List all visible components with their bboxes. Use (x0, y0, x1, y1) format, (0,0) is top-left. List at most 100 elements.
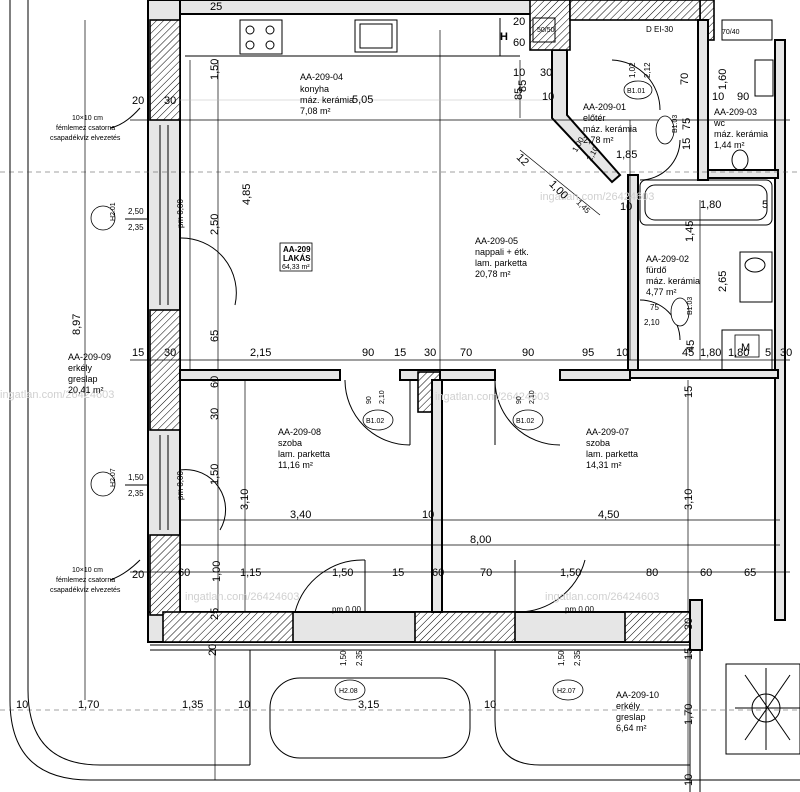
gutter-note-2b: fémlemez csatorna (56, 577, 115, 584)
balcony-w-name: erkély (68, 363, 93, 373)
dimension-label: 90 (362, 347, 374, 359)
dimension-label: 1,50 (560, 567, 581, 579)
dimension-label: 1,85 (616, 149, 637, 161)
pm-level-4: pm 0,00 (565, 605, 594, 614)
hall-area: 2,78 m² (583, 135, 614, 145)
room1-code: AA-209-08 (278, 427, 321, 437)
balcony-w-floor: greslap (68, 374, 98, 384)
pm-level-2: pm 0,00 (176, 471, 185, 500)
interior-doors (294, 379, 586, 613)
dimension-label: 10 (712, 91, 724, 103)
dimension-label: 1,00 (211, 561, 223, 582)
dimension-label: 15 (683, 386, 695, 398)
bath-code: AA-209-02 (646, 254, 689, 264)
room2-name: szoba (586, 438, 610, 448)
balcony-w-code: AA-209-09 (68, 352, 111, 362)
box-7040-label: 70/40 (722, 29, 740, 36)
d1-a: 90 (366, 396, 373, 404)
dimension-label: 1,45 (684, 221, 696, 242)
tag-h201: H2.01 (110, 202, 117, 221)
tag-b101: B1.01 (627, 88, 645, 95)
dimension-label: 60 (432, 567, 444, 579)
dim-misc: 12 1,00 1,00 2,10 1,45 25 20 60 20 25 20… (132, 1, 601, 656)
tag-b102b: B1.02 (516, 418, 534, 425)
room-labels: AA-209-04 konyha máz. kerámia 5,05 7,08 … (68, 72, 768, 733)
living-area: 20,78 m² (475, 269, 511, 279)
dimension-label: 25 (209, 608, 221, 620)
dim-mid-row: 3,40 10 4,50 8,00 (290, 509, 619, 546)
bw2-b: 2,35 (573, 650, 582, 666)
dimension-lines (0, 20, 800, 780)
kitchen-area: 7,08 m² (300, 106, 331, 116)
tag-b102a: B1.02 (366, 418, 384, 425)
watermark-text: ingatlan.com/26424603 (435, 391, 549, 403)
w1-bot: 2,35 (128, 223, 144, 232)
watermark-text: ingatlan.com/26424603 (185, 591, 299, 603)
tag-h207b: H2.07 (557, 688, 576, 695)
kitchen-counter (185, 17, 773, 57)
tree-symbol-icon (735, 668, 800, 750)
box-5050-label: 50/50 (537, 27, 555, 34)
balcony-w-area: 20,41 m² (68, 385, 104, 395)
wc-name: wc (713, 118, 725, 128)
dim-top-row: 15 30 2,15 90 15 30 70 90 95 10 45 1,80 … (132, 347, 792, 359)
dimension-label: 15 (392, 567, 404, 579)
dimension-label: 10 (542, 91, 554, 103)
dimension-label: 4,50 (598, 509, 619, 521)
gutter-note-3b: csapadékvíz elvezetés (50, 587, 121, 594)
door-ei30-label: D EI-30 (646, 25, 674, 34)
dimension-label: 3,10 (239, 489, 251, 510)
balcony-railing (150, 644, 800, 759)
dimension-label: 10 (422, 509, 434, 521)
watermark-text: ingatlan.com/26424603 (540, 191, 654, 203)
apartment-area: 64,33 m² (282, 264, 310, 271)
bath-name: fürdő (646, 265, 667, 275)
dimension-label: 3,40 (290, 509, 311, 521)
hall-code: AA-209-01 (583, 102, 626, 112)
dimension-label: 90 (522, 347, 534, 359)
tag-b103a: B1.03 (672, 115, 679, 133)
dimension-label: 65 (744, 567, 756, 579)
dim-bottom-row: 20 60 1,00 1,15 1,50 15 60 70 1,50 80 60… (132, 561, 756, 582)
room1-name: szoba (278, 438, 302, 448)
room2-code: AA-209-07 (586, 427, 629, 437)
dimension-label: 75 (681, 118, 693, 130)
dimension-label: 2,65 (717, 271, 729, 292)
dimension-label: 10 (16, 699, 28, 711)
dim-vertical: 8,97 1,50 4,85 2,50 65 60 30 1,50 3,10 3… (71, 59, 695, 786)
watermark-text: ingatlan.com/26424603 (545, 591, 659, 603)
kitchen-name: konyha (300, 84, 329, 94)
room2-area: 14,31 m² (586, 460, 622, 470)
w1-top: 2,50 (128, 207, 144, 216)
dimension-label: 3,10 (683, 489, 695, 510)
dimension-label: 15 (132, 347, 144, 359)
balcony-s-area: 6,64 m² (616, 723, 647, 733)
dimension-label: 8,97 (71, 314, 83, 335)
dimension-label: 60 (209, 376, 221, 388)
gutter-note-1b: 10×10 cm (72, 567, 103, 574)
balcony-s-name: erkély (616, 701, 641, 711)
dimension-label: 1,70 (78, 699, 99, 711)
d2-a: 90 (516, 396, 523, 404)
dimension-label: 30 (683, 618, 695, 630)
wc-code: AA-209-03 (714, 107, 757, 117)
bath-area: 4,77 m² (646, 287, 677, 297)
dimension-label: 2,10 (644, 318, 660, 327)
dimension-label: 30 (164, 347, 176, 359)
dimension-label: 85 (517, 80, 529, 92)
dimension-label: 1,60 (717, 69, 729, 90)
pm-level-1: pm 0,00 (176, 199, 185, 228)
dimension-label: 45 (685, 340, 697, 352)
dimension-label: 65 (209, 330, 221, 342)
room1-area: 11,16 m² (278, 460, 313, 470)
dimension-label: 15 (394, 347, 406, 359)
dimension-label: 80 (646, 567, 658, 579)
dimension-label: 30 (164, 95, 176, 107)
balcony-s-code: AA-209-10 (616, 690, 659, 700)
d1-b: 2,10 (379, 390, 386, 404)
wc-floor: máz. kerámia (714, 129, 768, 139)
dimension-label: 4,85 (241, 184, 253, 205)
living-name: nappali + étk. (475, 247, 529, 257)
element-tags: H2.01 2,50 2,35 H2.07 1,50 2,35 H2.08 1,… (90, 80, 694, 701)
dimension-label: 20 (207, 644, 219, 656)
